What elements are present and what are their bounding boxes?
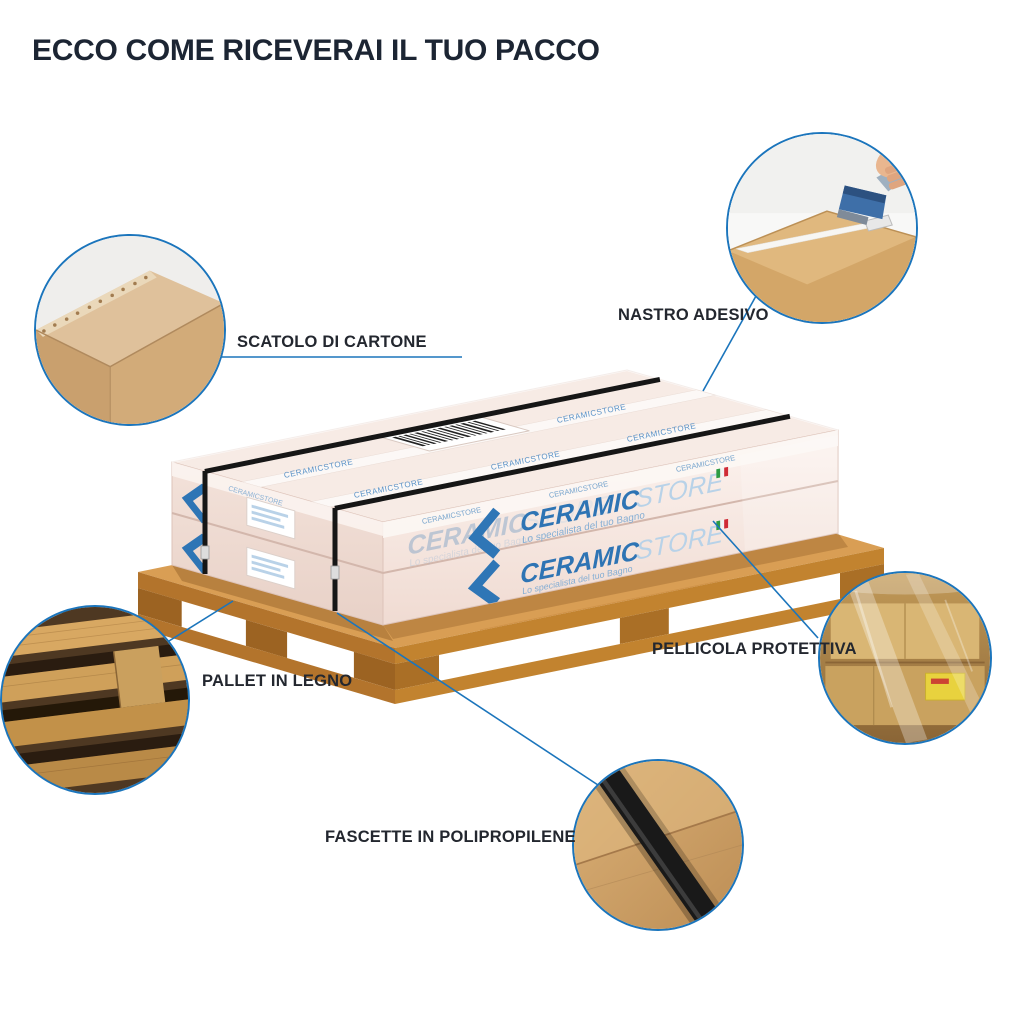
stack-seam <box>382 480 839 574</box>
callout-photo-scatolo <box>34 234 226 426</box>
package-shadow <box>172 565 393 641</box>
strap-clip <box>200 545 210 560</box>
pallet-runner-left <box>138 614 395 704</box>
polypropylene-straps <box>200 376 791 611</box>
wrapped-package: CERAMICSTORE CERAMICSTORE CERAMICSTORE C… <box>171 369 839 626</box>
label-pallet: PALLET IN LEGNO <box>202 672 353 690</box>
chevron-logo-icon <box>181 533 208 574</box>
pallet-runner-right <box>395 590 884 704</box>
leader-line-pallet <box>168 600 234 642</box>
page-title: ECCO COME RICEVERAI IL TUO PACCO <box>32 34 600 67</box>
leader-line-fascette <box>336 612 599 786</box>
chevron-logo-icon <box>181 483 208 524</box>
pallet-block <box>245 619 288 659</box>
tape-gun-sealing-box-photo <box>728 134 916 322</box>
pallet-block <box>395 655 439 690</box>
italian-flag-icon <box>716 466 729 479</box>
callout-photo-nastro <box>726 132 918 324</box>
yellow-label <box>925 672 966 701</box>
pallet-block <box>138 588 182 627</box>
barcode-label <box>376 415 530 452</box>
pallet-block <box>353 651 395 690</box>
black-strap <box>579 761 736 929</box>
label-fascette: FASCETTE IN POLIPROPILENE <box>325 828 576 846</box>
label-pellicola: PELLICOLA PROTETTIVA <box>652 640 857 658</box>
shrink-wrap-film-photo <box>820 573 990 743</box>
strap-clip <box>330 565 340 580</box>
callout-photo-pallet <box>0 605 190 795</box>
leader-line-nastro <box>702 295 757 392</box>
chevron-logo-icon <box>468 507 501 559</box>
pallet-block <box>619 608 669 644</box>
wooden-pallet-closeup-photo <box>2 607 188 793</box>
strap-on-cardboard-photo <box>574 761 742 929</box>
callout-photo-pellicola <box>818 571 992 745</box>
chevron-logo-icon <box>467 559 501 607</box>
leader-lines <box>168 295 819 786</box>
leader-line-pellicola <box>712 520 819 639</box>
left-face-print <box>181 483 296 590</box>
label-nastro: NASTRO ADESIVO <box>618 306 769 324</box>
label-scatolo: SCATOLO DI CARTONE <box>237 333 427 351</box>
pallet-deck-edge-right <box>395 548 884 664</box>
strap <box>204 376 661 474</box>
package-shadow <box>383 533 848 639</box>
cardboard-box-corner-photo <box>36 236 224 424</box>
pallet-deck-edge-left <box>138 572 395 664</box>
callout-photo-fascette <box>572 759 744 931</box>
strap <box>334 413 791 511</box>
